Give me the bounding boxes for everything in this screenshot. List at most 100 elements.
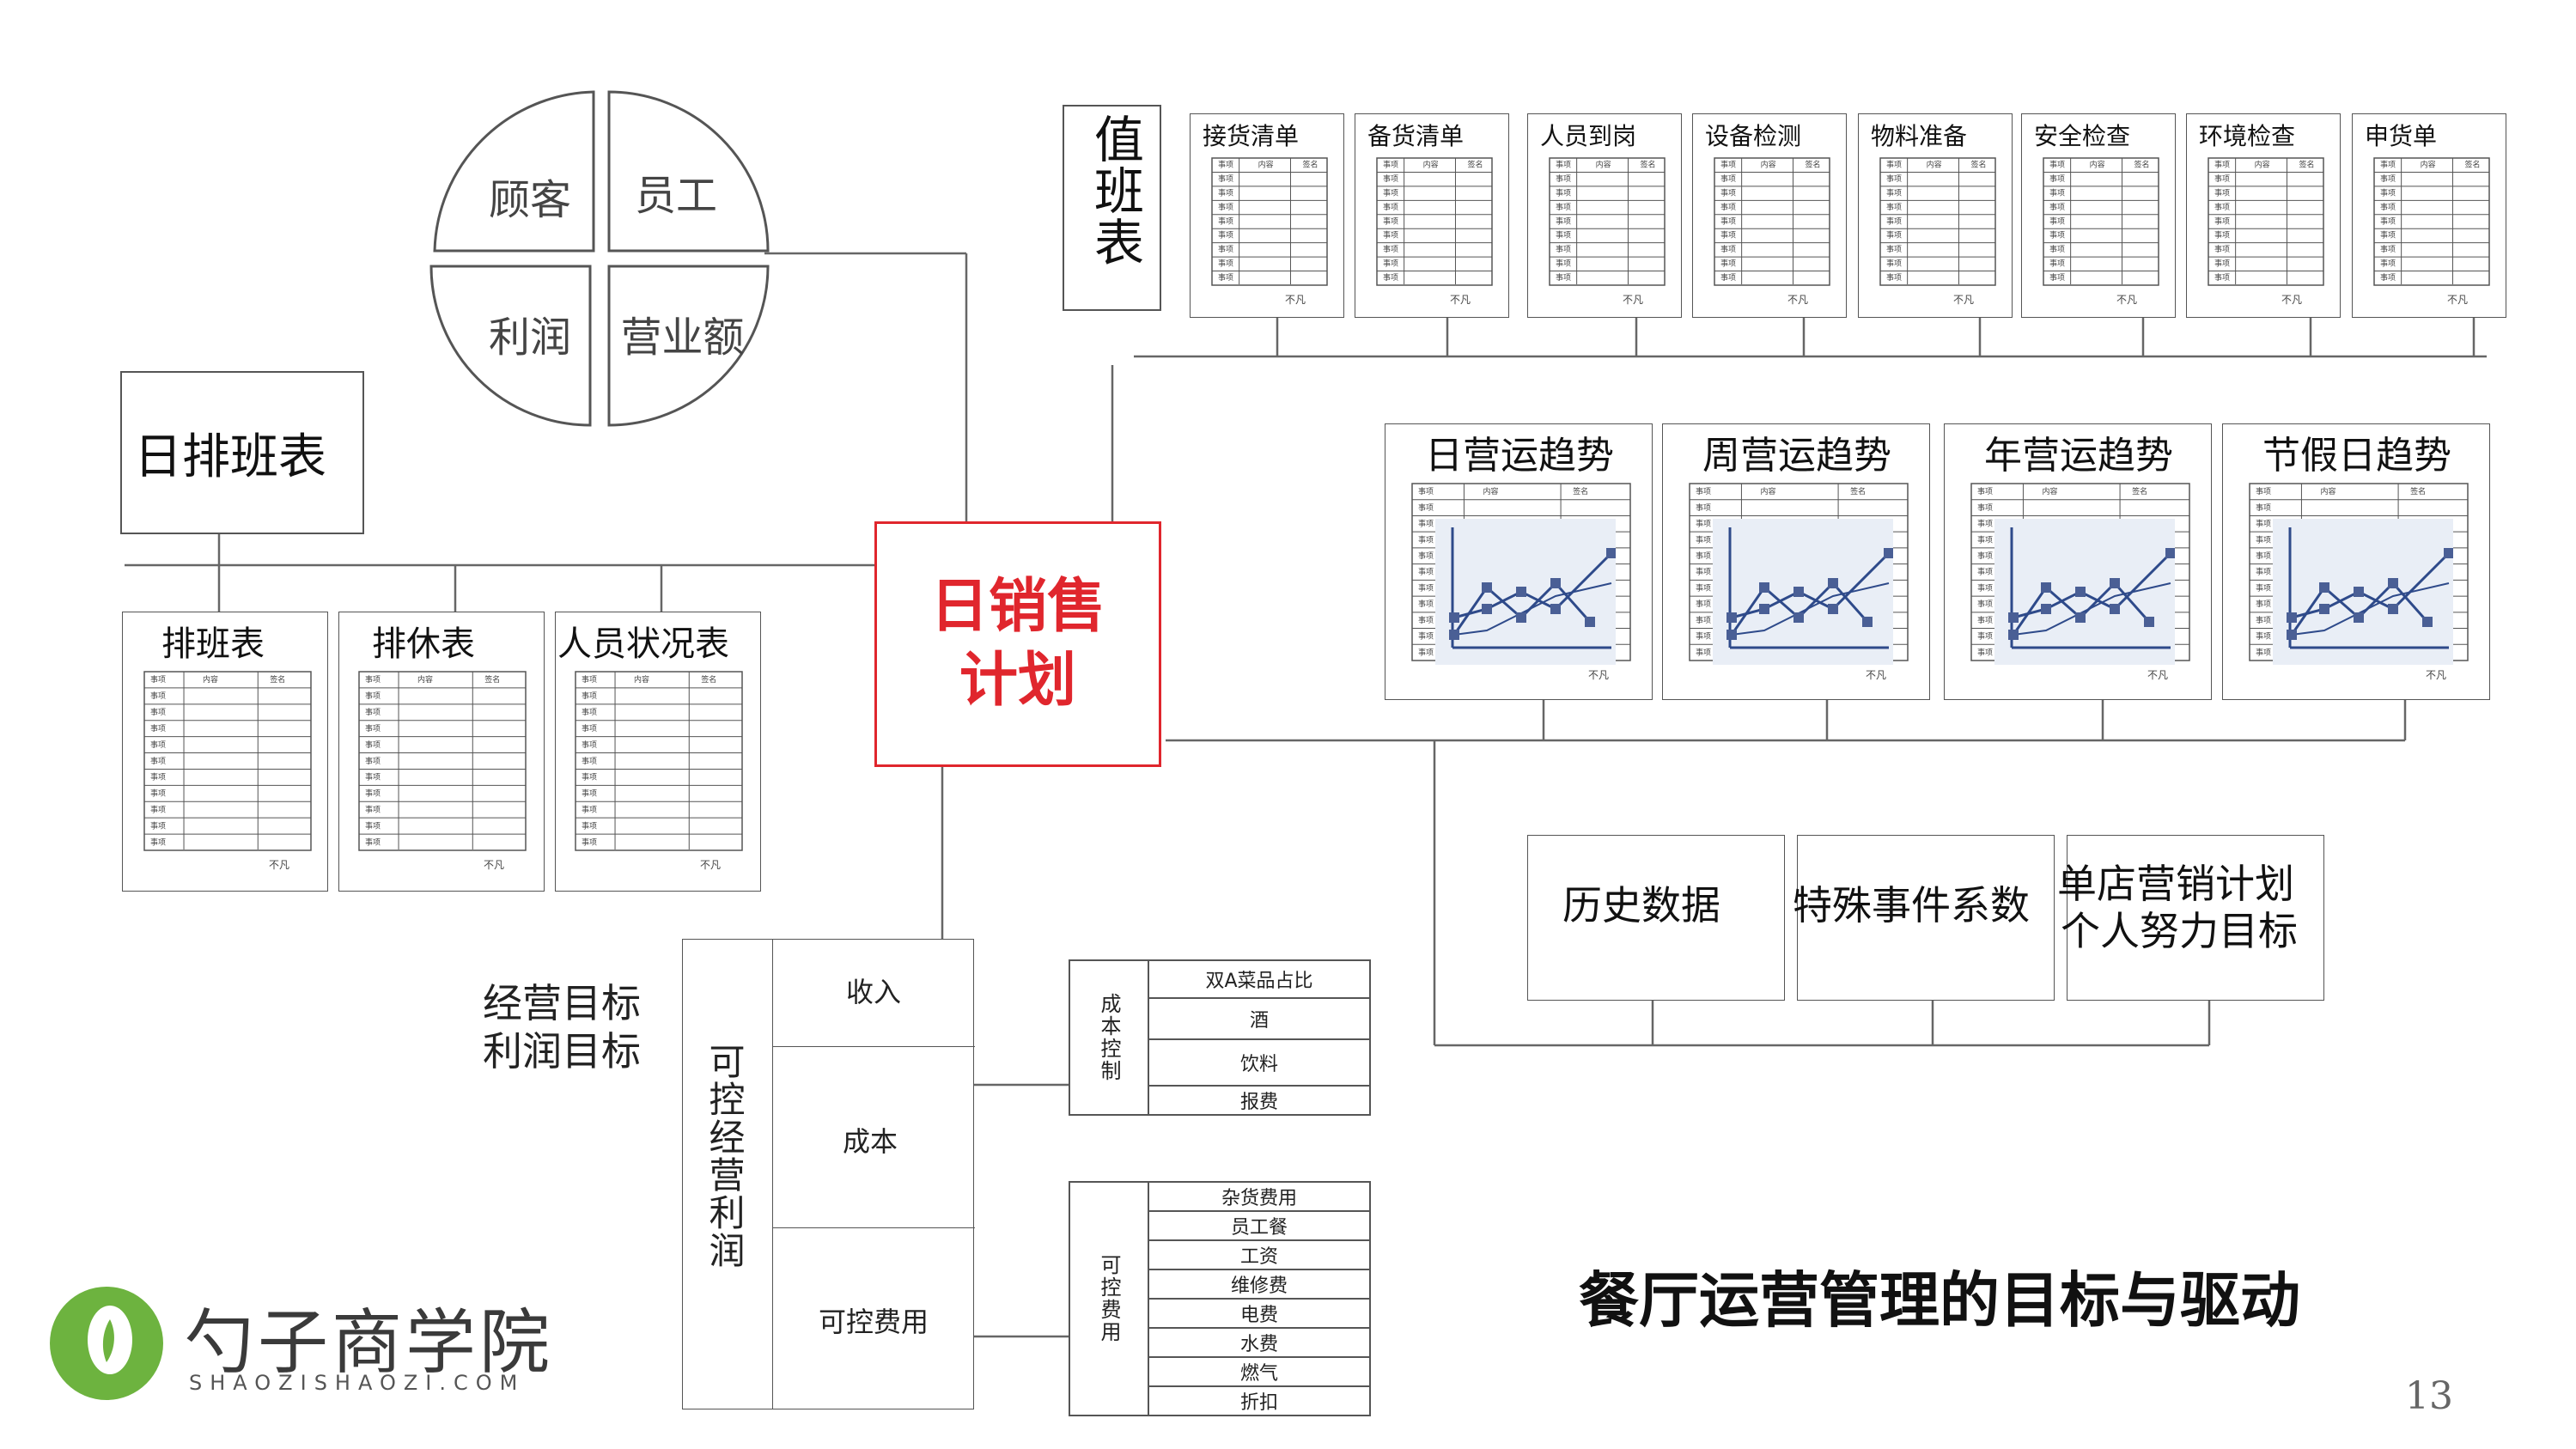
sheet-row-label: 事项: [1696, 615, 1711, 625]
sheet-row-label: 事项: [2214, 272, 2230, 283]
business-target-label: 经营目标: [483, 980, 641, 1026]
sheet-header: 内容: [2421, 160, 2436, 170]
trend-point-marker: [2075, 612, 2086, 623]
sheet-row-label: 事项: [1886, 216, 1902, 226]
sheet-row-label: 事项: [1886, 230, 1902, 240]
sheet-row-label: 事项: [1418, 647, 1434, 657]
controllable-cost-item: 水费: [1148, 1327, 1371, 1358]
sheet-row-label: 事项: [2214, 216, 2230, 226]
form-sheet-grid: 事项内容签名事项事项事项事项事项事项事项事项事项事项不凡: [358, 671, 527, 871]
special-event-label: 特殊事件系数: [1793, 882, 2030, 928]
sheet-row-label: 事项: [1218, 216, 1233, 226]
trend-point-marker: [2075, 587, 2086, 597]
page-number: 13: [2405, 1374, 2453, 1418]
daily-sales-plan-box: 日销售 计划: [874, 521, 1161, 767]
sheet-brand-mark: 不凡: [1953, 294, 1974, 306]
checklist-form-title: 人员到岗: [1540, 122, 1637, 150]
trend-point-marker: [1759, 604, 1769, 614]
checklist-form: 环境检查事项内容签名事项事项事项事项事项事项事项事项不凡: [2186, 113, 2341, 318]
sheet-row-label: 事项: [1977, 647, 1993, 657]
sheet-header: 签名: [1573, 486, 1588, 496]
sheet-header: 签名: [701, 674, 716, 685]
sheet-header: 事项: [365, 674, 381, 685]
controllable-cost-item: 员工餐: [1148, 1210, 1371, 1241]
sheet-row-label: 事项: [1418, 551, 1434, 561]
trend-graph-icon: [1994, 519, 2175, 665]
sheet-row-label: 事项: [1556, 174, 1571, 184]
history-data-box: 历史数据: [1527, 835, 1785, 1001]
sheet-header: 事项: [1418, 486, 1434, 496]
sheet-row-label: 事项: [1383, 187, 1398, 198]
quadrant-circle: 顾客 员工 利润 营业额: [427, 84, 773, 430]
daily-sales-plan-line1: 日销售: [929, 573, 1105, 641]
sheet-header: 签名: [2132, 486, 2147, 496]
spoon-leaf-icon: [50, 1287, 163, 1400]
sheet-row-label: 事项: [150, 691, 166, 701]
sheet-header: 签名: [1805, 160, 1820, 170]
sheet-header: 签名: [1850, 486, 1866, 496]
cost-control-item: 报费: [1148, 1085, 1371, 1116]
sheet-row-label: 事项: [1886, 259, 1902, 269]
sheet-header: 内容: [417, 674, 433, 685]
sheet-header: 内容: [1423, 160, 1439, 170]
controllable-cost-table: 可控费用 杂货费用 员工餐 工资 维修费 电费 水费 燃气 折扣: [1069, 1181, 1371, 1416]
sheet-row-label: 事项: [150, 756, 166, 766]
sheet-row-label: 事项: [1696, 631, 1711, 642]
cost-control-label: 成本控制: [1097, 993, 1121, 1082]
sheet-row-label: 事项: [582, 788, 597, 799]
sheet-brand-mark: 不凡: [1623, 294, 1643, 306]
sheet-row-label: 事项: [2214, 187, 2230, 198]
sheet-row-label: 事项: [1720, 174, 1736, 184]
sheet-row-label: 事项: [1218, 187, 1233, 198]
sheet-row-label: 事项: [1556, 216, 1571, 226]
sheet-row-label: 事项: [1418, 534, 1434, 545]
sheet-header: 事项: [2380, 160, 2396, 170]
sheet-row-label: 事项: [2214, 230, 2230, 240]
sheet-header: 事项: [1696, 486, 1711, 496]
sheet-row-label: 事项: [2380, 272, 2396, 283]
trend-form-title: 日营运趋势: [1425, 434, 1614, 478]
checklist-form: 申货单事项内容签名事项事项事项事项事项事项事项事项不凡: [2352, 113, 2506, 318]
personal-effort-label: 个人努力目标: [2061, 908, 2298, 954]
sheet-header: 事项: [582, 674, 597, 685]
sheet-row-label: 事项: [1696, 502, 1711, 513]
sheet-row-label: 事项: [1383, 174, 1398, 184]
trend-point-marker: [2422, 617, 2433, 627]
checklist-form: 物料准备事项内容签名事项事项事项事项事项事项事项事项不凡: [1858, 113, 2013, 318]
cost-control-item: 酒: [1148, 997, 1371, 1040]
sheet-row-label: 事项: [1418, 615, 1434, 625]
checklist-form-title: 环境检查: [2199, 122, 2296, 150]
sheet-header: 事项: [1556, 160, 1571, 170]
income-row: 收入: [846, 976, 902, 1008]
sheet-header: 签名: [1467, 160, 1483, 170]
checklist-form-title: 申货单: [2365, 122, 2438, 150]
sheet-row-label: 事项: [1886, 272, 1902, 283]
sheet-row-label: 事项: [365, 707, 381, 717]
trend-point-marker: [2388, 578, 2398, 588]
sheet-brand-mark: 不凡: [484, 859, 504, 871]
checklist-form-sheet: 事项内容签名事项事项事项事项事项事项事项事项不凡: [1211, 157, 1328, 310]
sheet-row-label: 事项: [1383, 230, 1398, 240]
trend-point-marker: [2354, 612, 2364, 623]
sheet-header: 内容: [1596, 160, 1611, 170]
sheet-row-label: 事项: [1720, 244, 1736, 254]
sheet-row-label: 事项: [1556, 187, 1571, 198]
sheet-row-label: 事项: [1886, 202, 1902, 212]
sheet-row-label: 事项: [365, 691, 381, 701]
sheet-row-label: 事项: [1696, 567, 1711, 577]
sheet-row-label: 事项: [582, 756, 597, 766]
sheet-row-label: 事项: [365, 740, 381, 750]
form-sheet-grid: 事项内容签名事项事项事项事项事项事项事项事项不凡: [1211, 157, 1328, 306]
sheet-row-label: 事项: [2380, 187, 2396, 198]
sheet-header: 事项: [1218, 160, 1233, 170]
sheet-header: 事项: [2256, 486, 2271, 496]
sheet-header: 事项: [1720, 160, 1736, 170]
sheet-row-label: 事项: [1696, 599, 1711, 609]
trend-point-marker: [2287, 612, 2297, 623]
sheet-row-label: 事项: [1886, 244, 1902, 254]
trend-point-marker: [1516, 612, 1526, 623]
sheet-row-label: 事项: [1696, 551, 1711, 561]
trend-point-marker: [2041, 604, 2051, 614]
sheet-row-label: 事项: [1556, 244, 1571, 254]
trend-form-title: 年营运趋势: [1984, 434, 2173, 478]
